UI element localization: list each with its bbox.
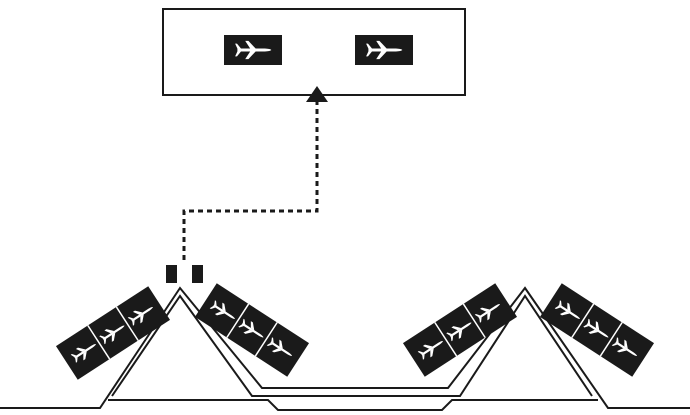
ground-line [0,286,690,409]
airplane-sign-icon [254,322,296,362]
signal-link [182,86,328,260]
sensor-icon [166,265,177,283]
airplane-sign-icon [571,303,613,344]
airplane-sign-icon [115,301,157,341]
airplane-sign-icon [226,303,268,344]
airplane-sign-icon [355,35,413,65]
panel-planes [69,298,641,365]
terrain [0,286,690,411]
arrow-up-icon [306,86,328,102]
road-trough [108,399,598,411]
airplane-sign-icon [599,322,641,362]
ground-inner-line [111,294,593,397]
airplane-sign-icon [462,298,504,338]
signal-dashed-line [182,100,319,260]
airplane-sign-icon [224,35,282,65]
display-board-frame [162,8,466,96]
airplane-sign-icon [434,316,476,357]
display-board [162,8,466,96]
sensor-icon [192,265,203,283]
airplane-sign-icon [87,319,129,360]
